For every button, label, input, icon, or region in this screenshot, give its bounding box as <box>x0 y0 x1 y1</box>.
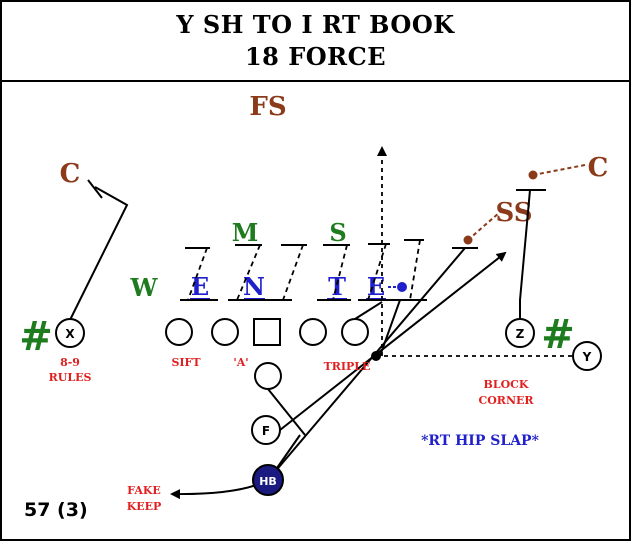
play-title: Y SH TO I RT BOOK <box>176 10 455 39</box>
e-block <box>379 299 401 357</box>
note-rules-2: RULES <box>49 371 92 384</box>
t-block <box>354 301 383 320</box>
svg-text:F: F <box>262 424 270 438</box>
offensive-line <box>165 318 369 346</box>
title-box: Y SH TO I RT BOOK 18 FORCE <box>2 2 629 82</box>
note-rules-1: 8-9 <box>60 356 80 369</box>
hash-left-icon: # <box>19 313 53 360</box>
ss-dot <box>463 235 473 245</box>
s-label: S <box>329 218 346 247</box>
c-right-label: C <box>588 153 609 183</box>
dl-t: T <box>328 272 346 301</box>
ss-drop <box>467 164 586 241</box>
c-left-label: C <box>60 159 81 189</box>
corner-left-route <box>69 179 129 321</box>
f-back: F <box>251 415 281 445</box>
fs-label: FS <box>249 92 286 122</box>
dl-e-right: E <box>367 272 385 301</box>
hb-back: HB <box>252 464 284 496</box>
z-receiver: Z <box>505 318 535 348</box>
m-label: M <box>232 218 259 247</box>
hb-ss-lead <box>267 247 466 481</box>
svg-text:Y: Y <box>582 350 592 364</box>
qb-path <box>267 388 306 436</box>
note-fake-keep-2: KEEP <box>127 500 162 513</box>
w-label: W <box>130 273 159 302</box>
note-a-gap: 'A' <box>233 356 248 369</box>
qb-player <box>254 362 282 390</box>
f-route <box>279 251 507 431</box>
z-route <box>519 189 531 319</box>
dl-e-left: E <box>191 272 209 301</box>
y-receiver: Y <box>572 341 602 371</box>
note-sift: SIFT <box>171 356 201 369</box>
note-block-corner-1: BLOCK <box>484 378 529 391</box>
end-point-dot <box>397 282 407 292</box>
svg-text:Z: Z <box>516 327 525 341</box>
note-triple: TRIPLE <box>324 360 371 373</box>
dl-n: N <box>243 272 265 301</box>
hash-right-icon: # <box>541 311 575 358</box>
svg-text:HB: HB <box>259 475 277 488</box>
svg-text:X: X <box>65 327 75 341</box>
c-right-dot <box>528 170 538 180</box>
x-receiver: X <box>55 318 85 348</box>
note-block-corner-2: CORNER <box>478 394 534 407</box>
note-fake-keep-1: FAKE <box>127 484 161 497</box>
stunt-dashes <box>187 239 421 301</box>
linebacker-stance-bars <box>185 239 424 249</box>
play-number: 57 (3) <box>24 499 88 521</box>
note-rt-hip-slap: *RT HIP SLAP* <box>421 433 540 449</box>
play-subtitle: 18 FORCE <box>244 42 387 71</box>
